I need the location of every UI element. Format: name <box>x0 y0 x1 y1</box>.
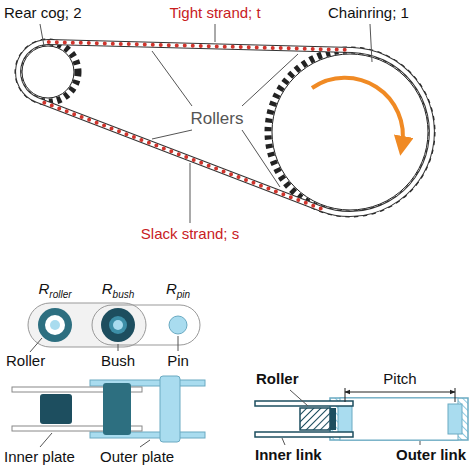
strand-label: Tight strand; t <box>169 4 260 22</box>
part-label: Inner link <box>255 446 322 464</box>
dimension-label: Pitch <box>383 370 416 388</box>
part-label: Roller <box>6 352 45 370</box>
radius-symbol: Rroller <box>38 280 71 298</box>
radius-symbol: Rpin <box>166 280 190 298</box>
rotation-arrow <box>312 78 403 146</box>
part-label: Rollers <box>191 109 244 129</box>
part-label: Bush <box>101 352 135 370</box>
part-label: Chainring; 1 <box>328 4 409 22</box>
part-label: Roller <box>256 370 299 388</box>
chain <box>18 42 432 214</box>
link-section-view <box>255 388 468 445</box>
radius-symbol: Rbush <box>102 280 135 298</box>
part-label: Inner plate <box>4 448 75 466</box>
part-label: Outer link <box>396 446 466 464</box>
part-label: Pin <box>167 352 189 370</box>
strand-label: Slack strand; s <box>141 225 239 243</box>
part-label: Rear cog; 2 <box>4 4 82 22</box>
link-top-view <box>28 303 200 352</box>
part-label: Outer plate <box>100 448 174 466</box>
link-side-view <box>12 376 205 447</box>
leader-lines <box>40 24 372 223</box>
